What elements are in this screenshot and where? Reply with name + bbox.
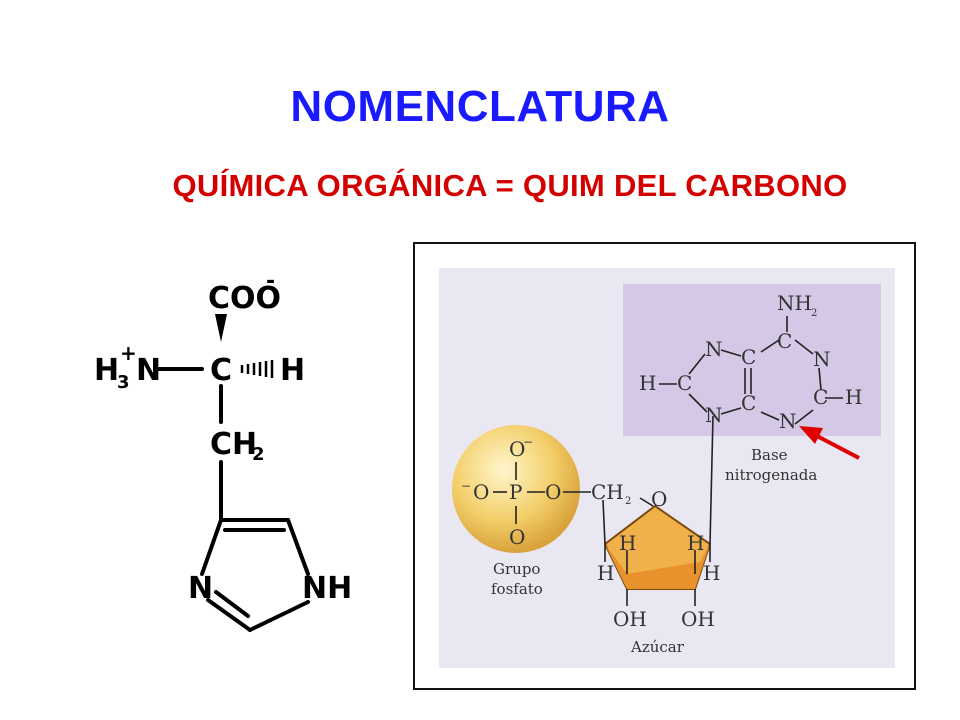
sugar-h-inner-right: H	[687, 531, 704, 555]
sugar-h-left: H	[597, 561, 614, 585]
phosphate-p: P	[509, 480, 522, 504]
sugar-oh-right: OH	[681, 607, 715, 631]
phosphate-sphere	[452, 425, 580, 553]
base-box	[623, 284, 881, 436]
h3-label: H	[94, 353, 119, 388]
sugar-h-right: H	[703, 561, 720, 585]
h3-subscript: 3	[117, 372, 130, 393]
phosphate-label-line2: fosfato	[491, 580, 543, 598]
red-arrow-icon	[799, 426, 860, 460]
c6-atom: C	[777, 329, 792, 353]
coo-charge: -	[266, 269, 275, 294]
c5-atom: C	[741, 345, 756, 369]
phosphate-o-bridge: O	[545, 480, 561, 504]
amine-n: N	[136, 353, 161, 388]
phosphate-o-top: O	[509, 437, 525, 461]
nucleotide-structure: NH 2 C N C N H C C C H N N O − − O P O O…	[439, 268, 895, 668]
nh2-subscript: 2	[811, 308, 817, 319]
coo-label: COO	[208, 281, 281, 316]
ring-n: N	[188, 571, 213, 606]
ch2-subscript: 2	[252, 444, 265, 465]
sugar-ring-o: O	[651, 487, 667, 511]
alpha-hydrogen: H	[280, 353, 305, 388]
n9-atom: N	[705, 403, 723, 427]
ch2-label: CH	[210, 427, 257, 462]
n1-atom: N	[813, 347, 831, 371]
phosphate-o-top-charge: −	[523, 435, 533, 449]
ch2-group-subscript: 2	[625, 496, 631, 507]
sugar-label: Azúcar	[630, 638, 685, 656]
nh2-label: NH	[777, 291, 812, 315]
base-label-line1: Base	[751, 446, 788, 464]
c8-atom: C	[677, 371, 692, 395]
page-subtitle: QUÍMICA ORGÁNICA = QUIM DEL CARBONO	[172, 168, 848, 203]
histidine-structure: COO - H 3 + N C H CH 2 N NH	[94, 269, 352, 632]
c2-atom: C	[813, 385, 828, 409]
sugar-h-inner-left: H	[619, 531, 636, 555]
ch2-group: CH	[591, 480, 624, 504]
sugar-oh-left: OH	[613, 607, 647, 631]
h2-atom: H	[845, 385, 862, 409]
c4-atom: C	[741, 391, 756, 415]
n3-atom: N	[779, 409, 797, 433]
base-label-line2: nitrogenada	[725, 466, 817, 484]
h8-atom: H	[639, 371, 656, 395]
phosphate-o-left-charge: −	[461, 479, 471, 493]
n7-atom: N	[705, 337, 723, 361]
ring-nh: NH	[302, 571, 352, 606]
amine-charge: +	[120, 341, 137, 365]
phosphate-label-line1: Grupo	[493, 560, 540, 578]
phosphate-o-bottom: O	[509, 525, 525, 549]
alpha-carbon: C	[210, 353, 232, 388]
nucleotide-panel: NH 2 C N C N H C C C H N N O − − O P O O…	[413, 242, 916, 690]
phosphate-o-left: O	[473, 480, 489, 504]
page-title: NOMENCLATURA	[290, 82, 670, 131]
